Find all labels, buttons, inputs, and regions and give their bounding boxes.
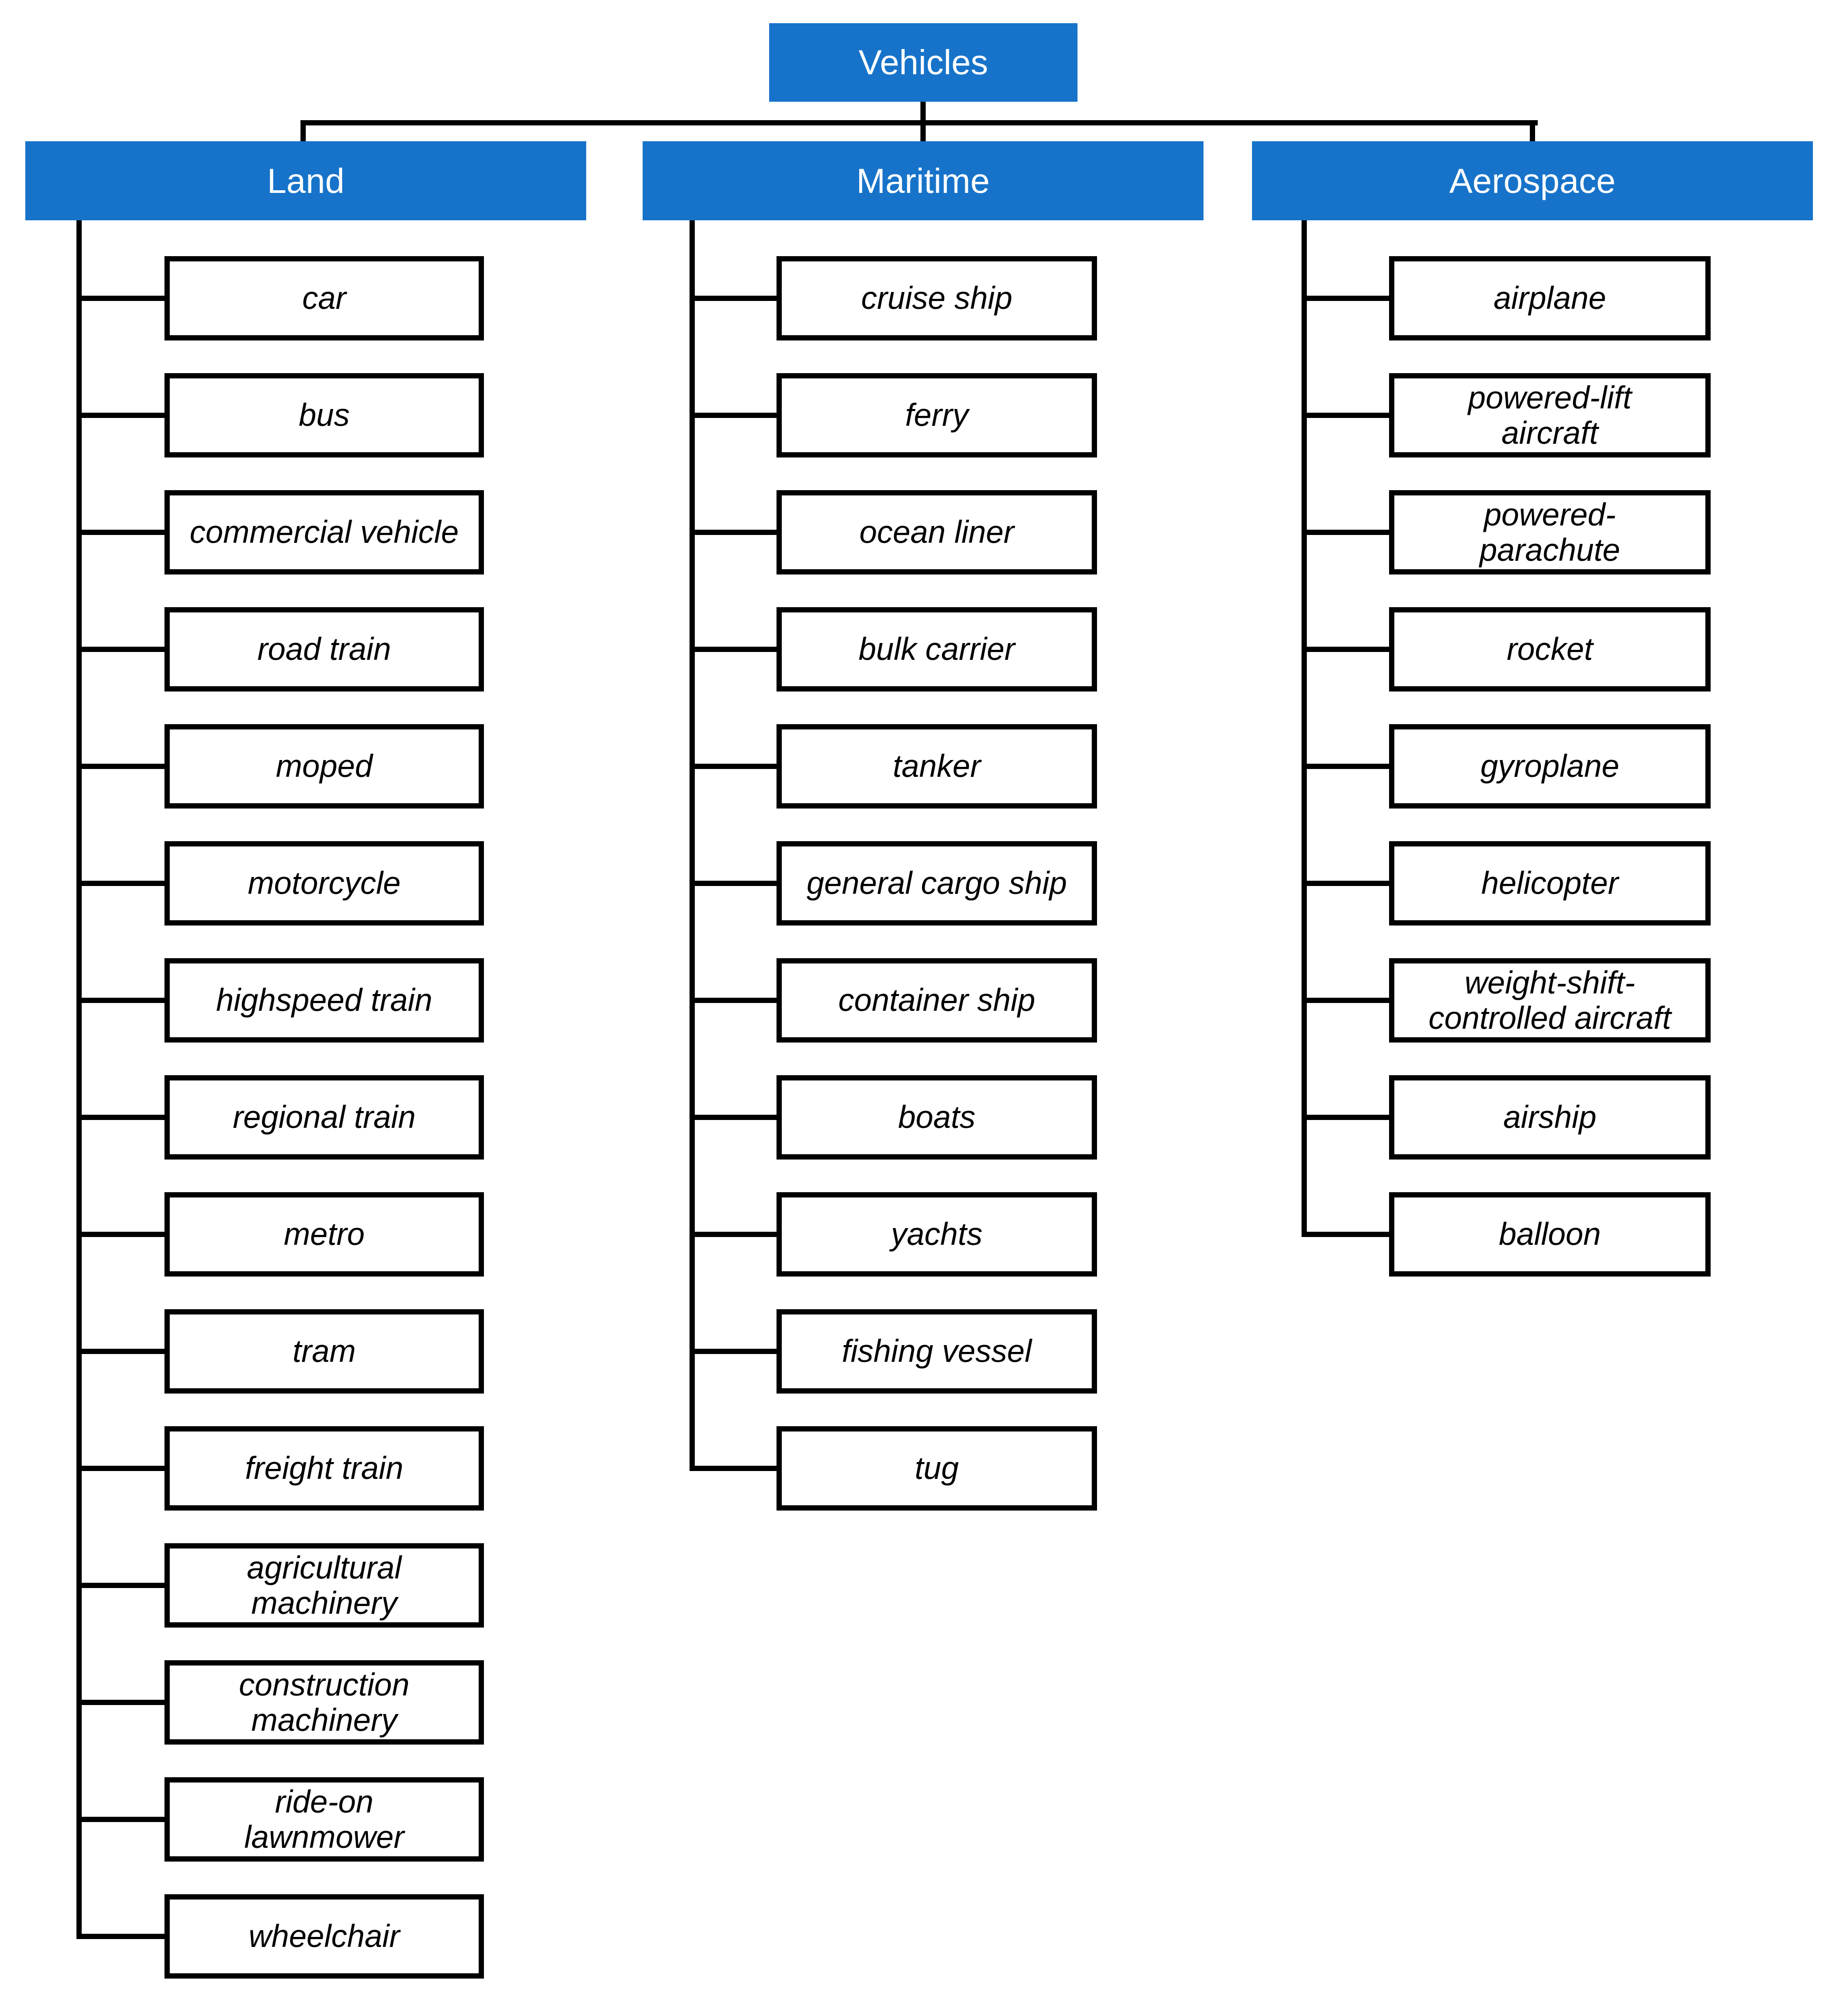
- connector-stub: [690, 998, 782, 1003]
- connector-stub: [690, 881, 782, 886]
- node-general-cargo-ship: general cargo ship: [777, 841, 1097, 926]
- connector-stub: [690, 1232, 782, 1237]
- category-header-maritime: Maritime: [643, 141, 1204, 220]
- connector-aerospace-drop: [1530, 120, 1535, 141]
- category-header-land: Land: [25, 141, 586, 220]
- connector-stub: [76, 1115, 170, 1120]
- connector-stub: [76, 413, 170, 418]
- node-tug: tug: [777, 1426, 1097, 1511]
- connector-stub: [76, 296, 170, 301]
- node-road-train: road train: [164, 607, 484, 692]
- connector-stub: [76, 764, 170, 769]
- connector-stub: [1302, 998, 1394, 1003]
- connector-stub: [76, 1583, 170, 1588]
- node-metro: metro: [164, 1192, 484, 1277]
- connector-stub: [1302, 647, 1394, 652]
- node-ferry: ferry: [777, 373, 1097, 457]
- node-bulk-carrier: bulk carrier: [777, 607, 1097, 692]
- node-airship: airship: [1389, 1075, 1711, 1160]
- node-powered-parachute: powered- parachute: [1389, 490, 1711, 574]
- connector-stub: [76, 1700, 170, 1705]
- connector-stub: [76, 530, 170, 535]
- connector-stub: [76, 1232, 170, 1237]
- node-ride-on-lawnmower: ride-on lawnmower: [164, 1777, 484, 1862]
- connector-stub: [76, 647, 170, 652]
- connector-top-horizontal: [300, 120, 1538, 125]
- node-highspeed-train: highspeed train: [164, 958, 484, 1043]
- node-moped: moped: [164, 724, 484, 809]
- connector-stub: [690, 1115, 782, 1120]
- connector-stub: [1302, 1232, 1394, 1237]
- connector-stub: [1302, 1115, 1394, 1120]
- connector-stub: [1302, 413, 1394, 418]
- node-yachts: yachts: [777, 1192, 1097, 1277]
- connector-stub: [690, 1349, 782, 1354]
- node-regional-train: regional train: [164, 1075, 484, 1160]
- connector-stub: [1302, 296, 1394, 301]
- connector-stub: [690, 647, 782, 652]
- node-tanker: tanker: [777, 724, 1097, 809]
- node-car: car: [164, 256, 484, 340]
- node-freight-train: freight train: [164, 1426, 484, 1511]
- node-construction-machinery: construction machinery: [164, 1660, 484, 1745]
- connector-stub: [76, 1349, 170, 1354]
- connector-stub: [690, 296, 782, 301]
- node-balloon: balloon: [1389, 1192, 1711, 1277]
- connector-stub: [76, 1466, 170, 1471]
- connector-maritime-trunk: [690, 220, 695, 1471]
- node-helicopter: helicopter: [1389, 841, 1711, 926]
- connector-stub: [690, 1466, 782, 1471]
- node-gyroplane: gyroplane: [1389, 724, 1711, 809]
- connector-stub: [76, 1817, 170, 1822]
- node-cruise-ship: cruise ship: [777, 256, 1097, 340]
- connector-aerospace-trunk: [1302, 220, 1307, 1237]
- connector-stub: [1302, 881, 1394, 886]
- root-node-vehicles: Vehicles: [769, 23, 1078, 102]
- category-header-aerospace: Aerospace: [1252, 141, 1813, 220]
- connector-stub: [1302, 764, 1394, 769]
- node-container-ship: container ship: [777, 958, 1097, 1043]
- node-agricultural-machinery: agricultural machinery: [164, 1543, 484, 1628]
- node-commercial-vehicle: commercial vehicle: [164, 490, 484, 574]
- node-tram: tram: [164, 1309, 484, 1394]
- node-fishing-vessel: fishing vessel: [777, 1309, 1097, 1394]
- connector-stub: [690, 764, 782, 769]
- node-motorcycle: motorcycle: [164, 841, 484, 926]
- connector-stub: [76, 998, 170, 1003]
- node-boats: boats: [777, 1075, 1097, 1160]
- node-bus: bus: [164, 373, 484, 457]
- connector-stub: [690, 530, 782, 535]
- node-rocket: rocket: [1389, 607, 1711, 692]
- connector-stub: [76, 1934, 170, 1939]
- node-wheelchair: wheelchair: [164, 1894, 484, 1979]
- connector-land-trunk: [76, 220, 82, 1939]
- connector-stub: [690, 413, 782, 418]
- connector-stub: [76, 881, 170, 886]
- node-airplane: airplane: [1389, 256, 1711, 340]
- connector-land-drop: [300, 120, 306, 141]
- node-powered-lift-aircraft: powered-lift aircraft: [1389, 373, 1711, 457]
- connector-stub: [1302, 530, 1394, 535]
- node-ocean-liner: ocean liner: [777, 490, 1097, 574]
- node-weight-shift-controlled-aircraft: weight-shift- controlled aircraft: [1389, 958, 1711, 1043]
